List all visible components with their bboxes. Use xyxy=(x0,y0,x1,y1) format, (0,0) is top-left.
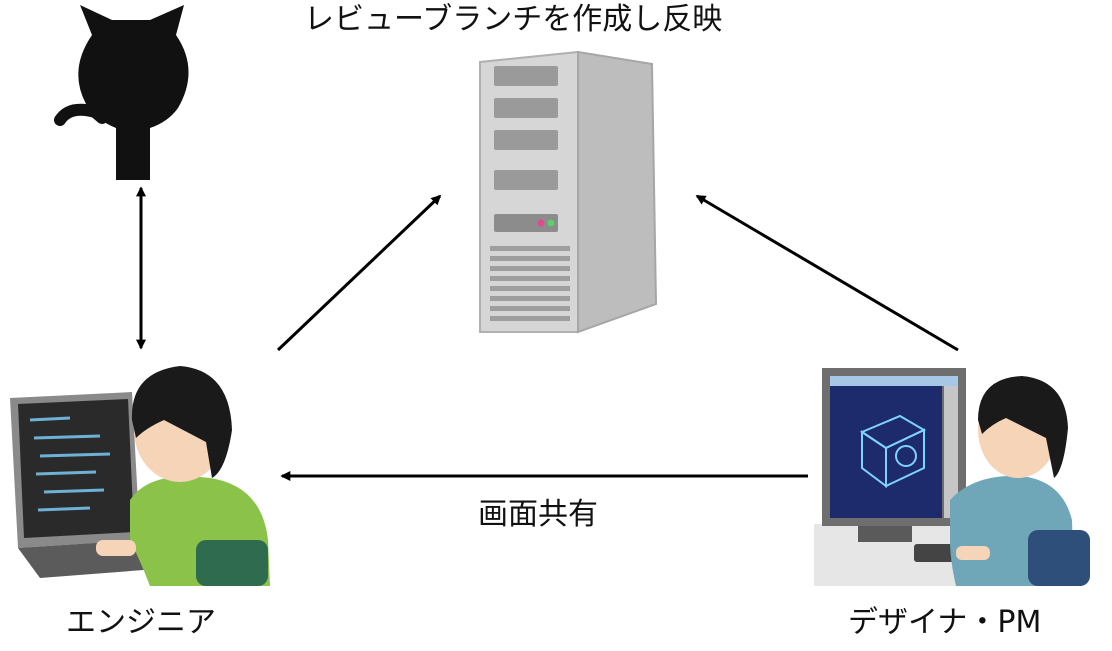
engineer-with-laptop-icon xyxy=(10,366,270,586)
engineer-label: エンジニア xyxy=(66,605,216,640)
server-tower-icon xyxy=(479,50,658,334)
github-octocat-icon xyxy=(54,5,189,180)
screen-share-label: 画面共有 xyxy=(478,497,598,532)
server-caption: レビューブランチを作成し反映 xyxy=(304,2,723,37)
designer-with-monitor-icon xyxy=(814,368,1090,586)
designer-label: デザイナ・PM xyxy=(848,605,1042,640)
arrow-engineer-server xyxy=(276,194,442,352)
arrow-designer-server xyxy=(695,194,959,352)
